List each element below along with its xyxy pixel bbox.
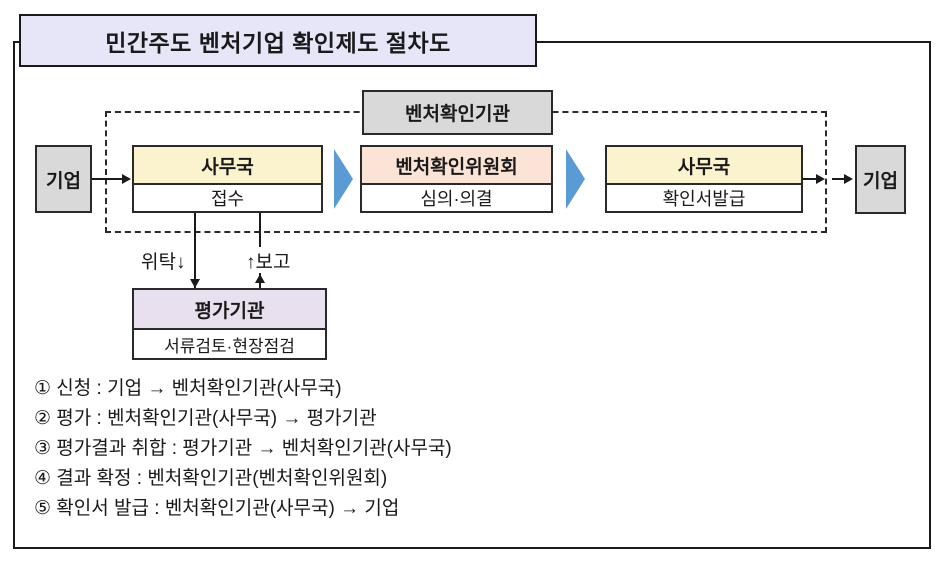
company-box-right: 기업	[855, 145, 906, 214]
process-step: ⑤ 확인서 발급 : 벤처확인기관(사무국) → 기업	[34, 498, 400, 519]
flow-arrow-icon	[334, 149, 353, 209]
arrow-head-right-icon	[844, 174, 853, 184]
arrow-head-up-icon	[255, 274, 265, 283]
process-step: ③ 평가결과 취합 : 평가기관 → 벤처확인기관(사무국)	[34, 438, 452, 459]
stage-subtitle: 확인서발급	[607, 185, 801, 211]
process-step: ① 신청 : 기업 → 벤처확인기관(사무국)	[34, 378, 342, 399]
arrow-head-right-icon	[816, 174, 825, 184]
delegate-label: 위탁↓	[138, 247, 189, 273]
arrow-head-right-icon	[122, 174, 131, 184]
connector-line-right-2	[832, 178, 845, 180]
process-step: ② 평가 : 벤처확인기관(사무국) → 평가기관	[34, 408, 377, 429]
stage-title: 사무국	[607, 147, 801, 185]
stage-box-issue: 사무국 확인서발급	[605, 145, 803, 213]
flow-arrow-icon	[566, 149, 585, 209]
stage-box-committee: 벤처확인위원회 심의·의결	[360, 145, 553, 213]
evaluator-box: 평가기관 서류검토·현장점검	[132, 288, 327, 360]
arrow-head-down-icon	[190, 279, 200, 288]
connector-line-left	[92, 178, 123, 180]
process-step: ④ 결과 확정 : 벤처확인기관(벤처확인위원회)	[34, 468, 388, 489]
oversight-org-box: 벤처확인기관	[362, 90, 553, 135]
connector-line-right-1	[803, 178, 817, 180]
evaluator-subtitle: 서류검토·현장점검	[164, 336, 295, 356]
evaluator-title: 평가기관	[134, 290, 325, 330]
connector-line-delegate	[194, 213, 196, 288]
stage-box-receipt: 사무국 접수	[132, 145, 323, 213]
stage-subtitle: 접수	[134, 185, 321, 211]
stage-title: 벤처확인위원회	[362, 147, 551, 185]
company-box-left: 기업	[35, 145, 92, 213]
process-steps-list: ① 신청 : 기업 → 벤처확인기관(사무국) ② 평가 : 벤처확인기관(사무…	[34, 374, 894, 524]
stage-title: 사무국	[134, 147, 321, 185]
report-label: ↑보고	[243, 247, 294, 273]
page-title: 민간주도 벤처기업 확인제도 절차도	[19, 14, 537, 67]
stage-subtitle: 심의·의결	[362, 185, 551, 211]
